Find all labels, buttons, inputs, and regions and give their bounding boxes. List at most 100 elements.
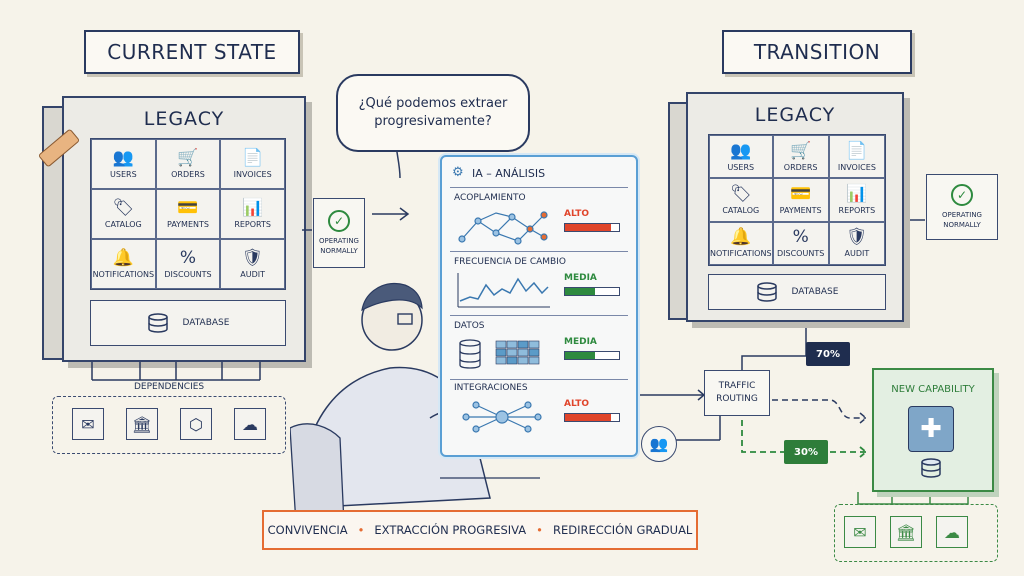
database-icon [147,313,169,333]
transition-title: TRANSITION [722,30,912,74]
module-label: REPORTS [234,220,271,229]
strategy-banner: CONVIVENCIA•EXTRACCIÓN PROGRESIVA•REDIRE… [262,510,698,550]
tag-icon: 🏷 [112,198,135,218]
cabinet-side [42,106,64,360]
database-label: DATABASE [182,318,230,328]
module-orders: 🛒ORDERS [772,135,829,179]
metric-label: INTEGRACIONES [454,383,528,393]
metric-label: FRECUENCIA DE CAMBIO [454,257,566,267]
status-operating-current: ✓ OPERATING NORMALLY [313,198,365,268]
bank-icon: 🏛 [126,408,158,440]
metric-visual [459,339,540,369]
module-users: 👥USERS [709,135,773,179]
status-text: OPERATING NORMALLY [319,237,359,255]
mail-icon: ✉ [844,516,876,548]
module-label: INVOICES [233,170,272,179]
shield-check-icon: 🛡 [846,227,868,248]
current-state-title: CURRENT STATE [84,30,300,74]
users-icon: 👥 [112,148,134,168]
status-text: OPERATING NORMALLY [942,211,982,229]
banner-separator: • [536,523,543,537]
puzzle-icon: ✚ [908,406,954,452]
question-bubble: ¿Qué podemos extraer progresivamente? [336,74,530,152]
percent-icon: % [792,227,809,248]
document-icon: 📄 [846,140,868,161]
percent-icon: % [179,248,197,268]
question-text: ¿Qué podemos extraer progresivamente? [358,96,508,129]
credit-card-icon: 💳 [790,183,812,204]
module-grid: 👥USERS🛒ORDERS📄INVOICES🏷CATALOG💳PAYMENTS📊… [90,138,286,290]
module-label: NOTIFICATIONS [710,249,772,259]
module-label: NOTIFICATIONS [92,270,155,279]
brain-icon: ⚙ [452,165,464,180]
metric-meter [564,413,620,422]
transition-title-text: TRANSITION [753,40,881,64]
metric-label: DATOS [454,321,485,331]
shield-check-icon: 🛡 [241,248,264,268]
traffic-routing-label: TRAFFIC ROUTING [716,381,758,404]
dependencies-box [52,396,286,454]
module-label: CATALOG [104,220,142,229]
new-capability-box: NEW CAPABILITY ✚ [872,368,994,492]
database-bar: DATABASE [708,274,886,310]
metric-meter [564,287,620,296]
module-notifications: 🔔NOTIFICATIONS [709,221,773,265]
metric-visual [457,273,550,308]
database-bar: DATABASE [90,300,286,346]
banner-item: EXTRACCIÓN PROGRESIVA [374,523,527,537]
panel-divider [450,187,628,188]
legacy-title: LEGACY [754,104,836,126]
database-icon [920,458,942,482]
new-capability-label: NEW CAPABILITY [891,384,975,395]
legacy-share-badge: 70% [806,342,850,366]
module-orders: 🛒ORDERS [155,139,221,189]
legacy-title: LEGACY [143,108,225,130]
mail-icon: ✉ [72,408,104,440]
module-users: 👥 USERS [91,139,156,189]
new-share-badge: 30% [784,440,828,464]
module-label: REPORTS [838,205,876,215]
module-audit: 🛡AUDIT [220,239,285,289]
module-grid: 👥USERS🛒ORDERS📄INVOICES🏷CATALOG💳PAYMENTS📊… [708,134,886,266]
cloud-icon: ☁ [936,516,968,548]
cloud-icon: ☁ [234,408,266,440]
module-catalog: 🏷CATALOG [709,178,773,222]
module-label: AUDIT [844,249,870,259]
module-discounts: %DISCOUNTS [772,221,829,265]
module-payments: 💳 PAYMENTS [155,189,221,239]
module-label: USERS [110,170,137,179]
cabinet-side [668,102,688,320]
bank-icon: 🏛 [890,516,922,548]
module-payments: 💳PAYMENTS [772,178,829,222]
new-dependencies-box [834,504,998,562]
banner-separator: • [357,523,365,537]
bar-chart-icon: 📊 [846,183,868,204]
module-label: PAYMENTS [167,220,209,229]
database-label: DATABASE [791,287,839,297]
credit-card-icon: 💳 [177,198,199,218]
module-invoices: 📄INVOICES [828,135,885,179]
legacy-system-current: LEGACY 👥USERS🛒ORDERS📄INVOICES🏷CATALOG💳PA… [37,96,306,362]
metric-meter-fill [565,288,595,295]
metric-meter-fill [565,224,611,231]
metric-meter-fill [565,352,595,359]
status-operating-transition: ✓ OPERATING NORMALLY [926,174,998,240]
row-divider [450,251,628,252]
database-icon [756,282,778,302]
bar-chart-icon: 📊 [242,198,264,218]
metric-meter [564,223,620,232]
module-notifications: 🔔NOTIFICATIONS [91,239,156,289]
cube-icon: ⬡ [180,408,212,440]
metric-label: ACOPLAMIENTO [454,193,526,203]
module-label: DISCOUNTS [777,249,825,259]
tag-icon: 🏷 [729,183,752,204]
users-icon: 👥 [730,140,752,161]
module-audit: 🛡AUDIT [828,221,885,265]
module-label: USERS [727,162,755,172]
cart-icon: 🛒 [177,148,199,168]
row-divider [450,379,628,380]
row-divider [450,315,628,316]
module-label: INVOICES [837,162,876,172]
metric-visual [458,211,548,245]
check-circle-icon: ✓ [951,184,973,206]
